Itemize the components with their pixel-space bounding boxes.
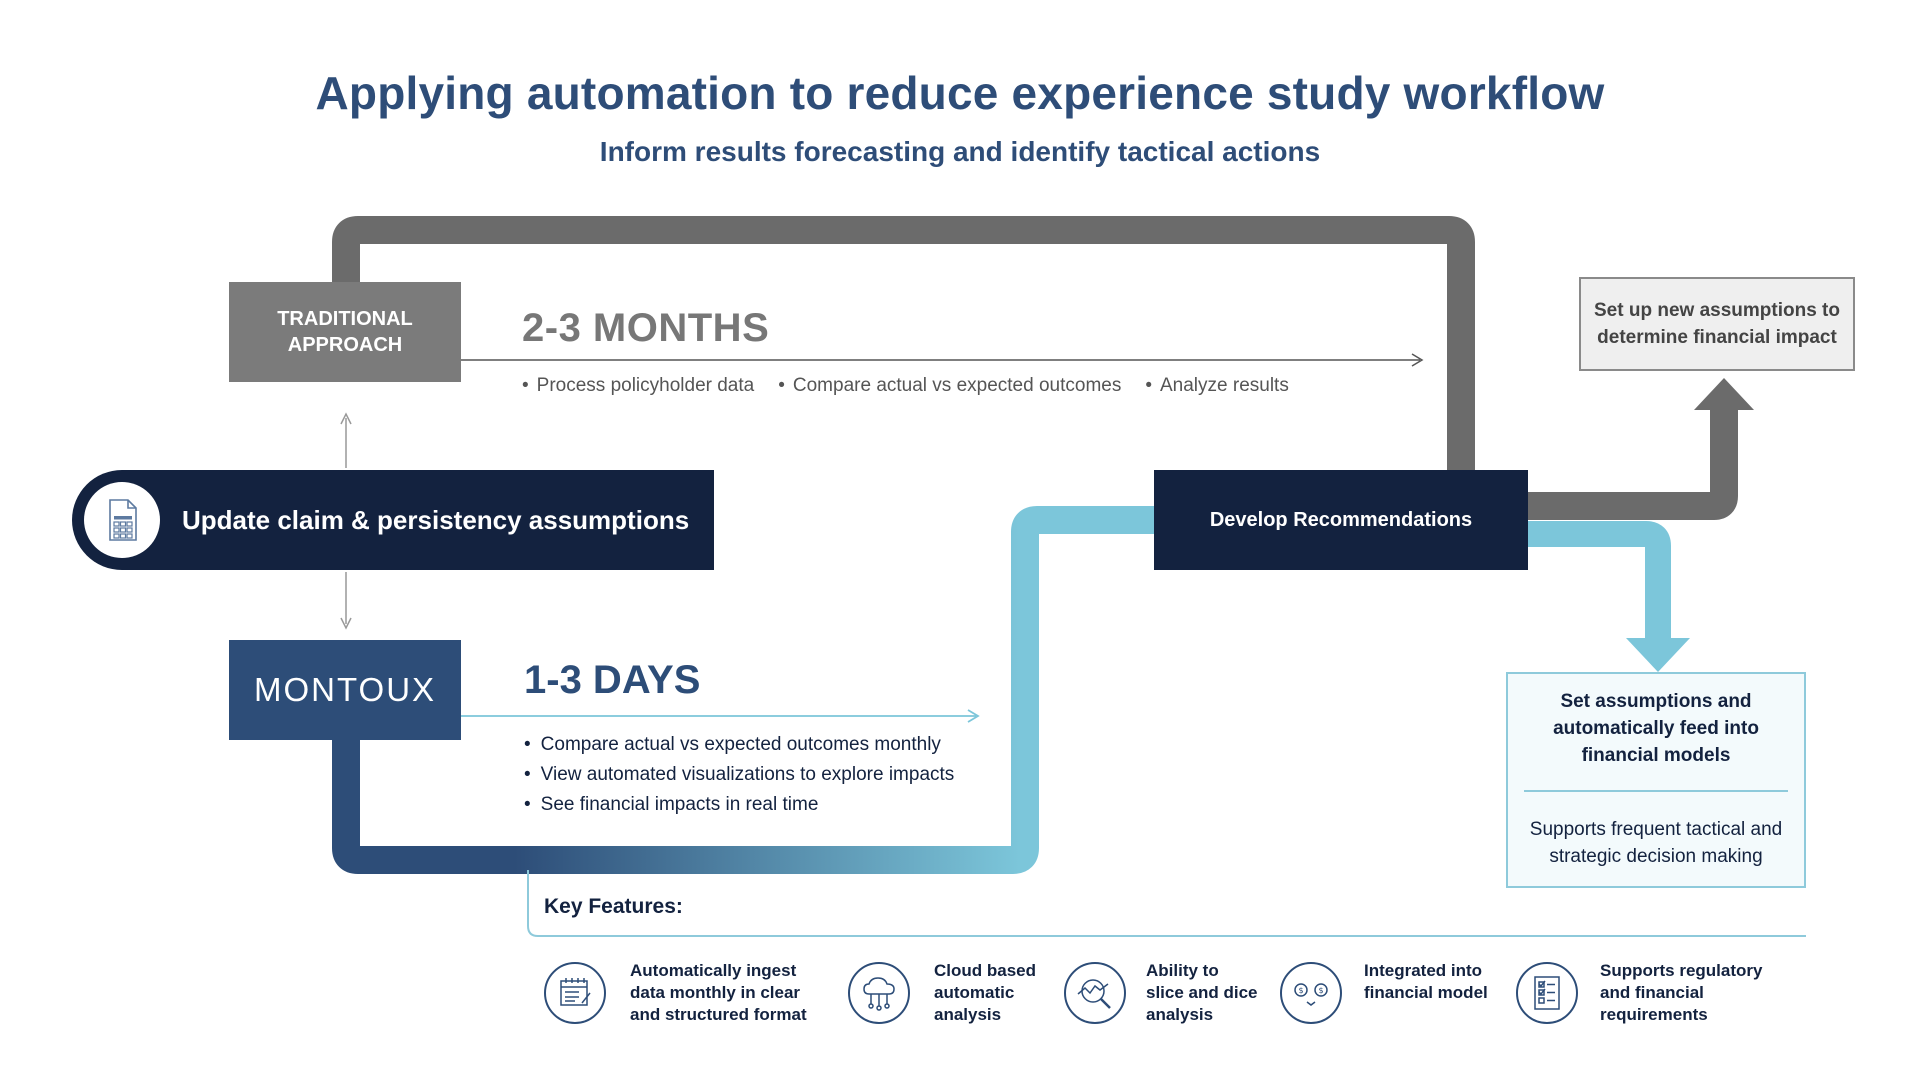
set-assumptions-divider — [1524, 790, 1788, 792]
traditional-label-line2: APPROACH — [287, 334, 403, 356]
montoux-duration: 1-3 DAYS — [524, 658, 701, 702]
set-new-line2: determine financial impact — [1597, 327, 1837, 348]
traditional-output-path — [1528, 400, 1738, 520]
calendar-checklist-icon — [544, 962, 606, 1024]
feature-text: Supports regulatory and financial requir… — [1600, 960, 1762, 1026]
cloud-network-icon — [848, 962, 910, 1024]
set-new-line1: Set up new assumptions to — [1594, 300, 1840, 321]
montoux-logo-box: MONTOUX — [229, 640, 461, 740]
set-assumptions-heading: Set assumptions and automatically feed i… — [1506, 688, 1806, 769]
traditional-step: Process policyholder data — [522, 375, 755, 397]
montoux-step: See financial impacts in real time — [524, 790, 954, 820]
feature-line: Integrated into — [1364, 961, 1483, 980]
feature-line: automatic — [934, 983, 1015, 1002]
traditional-step: Compare actual vs expected outcomes — [778, 375, 1121, 397]
set-assumptions-body: Supports frequent tactical and strategic… — [1506, 816, 1806, 870]
feature-line: analysis — [934, 1005, 1002, 1024]
montoux-loop-path — [332, 506, 1154, 874]
key-features-title: Key Features: — [544, 895, 683, 918]
feature-line: slice and dice — [1146, 983, 1258, 1002]
page-title: Applying automation to reduce experience… — [315, 67, 1605, 119]
montoux-output-path — [1528, 521, 1671, 640]
traditional-label-line1: TRADITIONAL — [277, 308, 413, 330]
page-subtitle: Inform results forecasting and identify … — [599, 136, 1321, 167]
develop-recommendations-box: Develop Recommendations — [1154, 470, 1528, 570]
checklist-icon — [1516, 962, 1578, 1024]
feature-line: requirements — [1600, 1005, 1708, 1024]
feature-line: analysis — [1146, 1005, 1214, 1024]
update-assumptions-label: Update claim & persistency assumptions — [182, 504, 690, 535]
set-assumptions-heading-line: automatically feed into — [1553, 718, 1759, 739]
magnifier-chart-icon — [1064, 962, 1126, 1024]
feature-line: Ability to — [1146, 961, 1219, 980]
set-assumptions-heading-line: financial models — [1581, 745, 1731, 766]
feature-line: Cloud based — [934, 961, 1037, 980]
feature-line: Automatically ingest — [630, 961, 797, 980]
feature-line: data monthly in clear — [630, 983, 801, 1002]
traditional-loop-path — [332, 216, 1475, 470]
svg-text:$: $ — [1318, 986, 1323, 995]
set-new-assumptions-box: Set up new assumptions to determine fina… — [1579, 277, 1855, 371]
montoux-step: View automated visualizations to explore… — [524, 760, 955, 790]
feature-line: Supports regulatory — [1600, 961, 1763, 980]
traditional-output-arrowhead — [1694, 378, 1754, 410]
update-assumptions-box — [72, 470, 714, 570]
spreadsheet-icon — [109, 499, 137, 541]
set-assumptions-box — [1506, 672, 1806, 888]
feature-line: and financial — [1600, 983, 1704, 1002]
set-assumptions-body-line: strategic decision making — [1549, 846, 1763, 867]
feature-text: Integrated into financial model — [1364, 960, 1488, 1004]
feature-line: and structured format — [630, 1005, 807, 1024]
traditional-duration: 2-3 MONTHS — [522, 306, 770, 350]
update-icon-badge — [84, 482, 160, 558]
feature-text: Automatically ingest data monthly in cle… — [630, 960, 807, 1026]
set-assumptions-heading-line: Set assumptions and — [1560, 691, 1752, 712]
traditional-approach-box: TRADITIONAL APPROACH — [229, 282, 461, 382]
feature-text: Ability to slice and dice analysis — [1146, 960, 1258, 1026]
traditional-steps: Process policyholder data Compare actual… — [522, 375, 1289, 397]
montoux-steps: Compare actual vs expected outcomes mont… — [524, 730, 955, 820]
montoux-output-arrowhead — [1626, 638, 1690, 672]
coins-balance-icon: $ $ — [1280, 962, 1342, 1024]
svg-text:$: $ — [1298, 986, 1303, 995]
traditional-step: Analyze results — [1145, 375, 1289, 397]
feature-text: Cloud based automatic analysis — [934, 960, 1036, 1026]
key-features-bracket — [527, 870, 1806, 937]
feature-line: financial model — [1364, 983, 1488, 1002]
set-assumptions-body-line: Supports frequent tactical and — [1529, 819, 1783, 840]
montoux-step: Compare actual vs expected outcomes mont… — [524, 730, 954, 760]
